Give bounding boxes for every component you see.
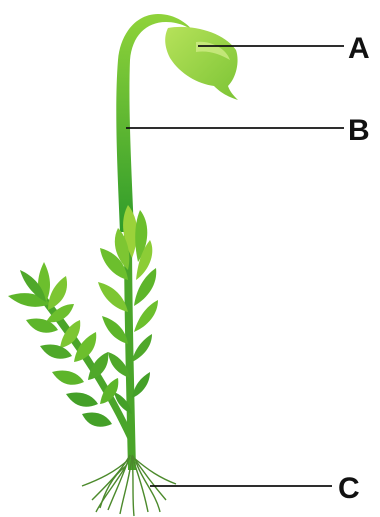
label-c: C: [338, 472, 360, 505]
label-b: B: [348, 114, 370, 147]
label-a: A: [348, 32, 370, 65]
moss-capsule: [165, 27, 238, 100]
